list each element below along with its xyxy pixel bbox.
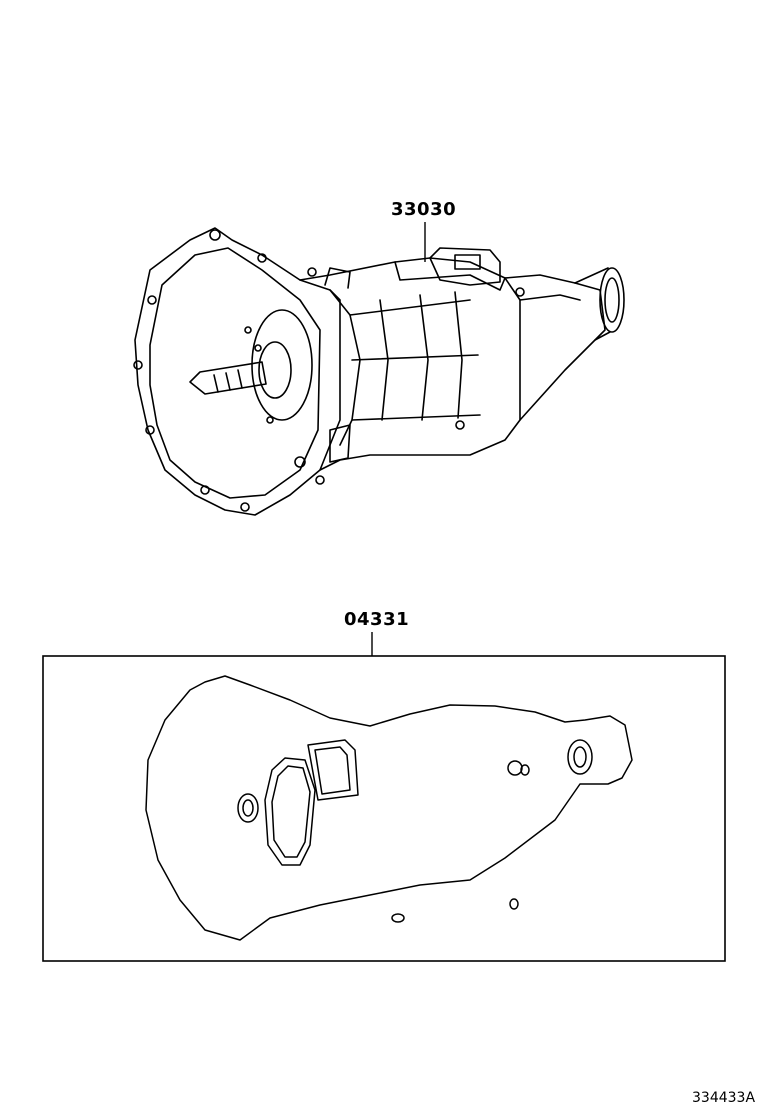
transmission-assembly-illustration[interactable]: [133, 227, 625, 516]
oil-seal-front: [237, 793, 259, 823]
part-number-label-33030[interactable]: 33030: [391, 199, 457, 220]
part-number-label-04331[interactable]: 04331: [344, 609, 410, 630]
figure-id-label: 334433A: [692, 1090, 756, 1106]
gasket-kit-illustration[interactable]: [145, 675, 633, 941]
gasket-kit-box: [42, 655, 726, 962]
oil-seal-rear: [567, 739, 593, 775]
